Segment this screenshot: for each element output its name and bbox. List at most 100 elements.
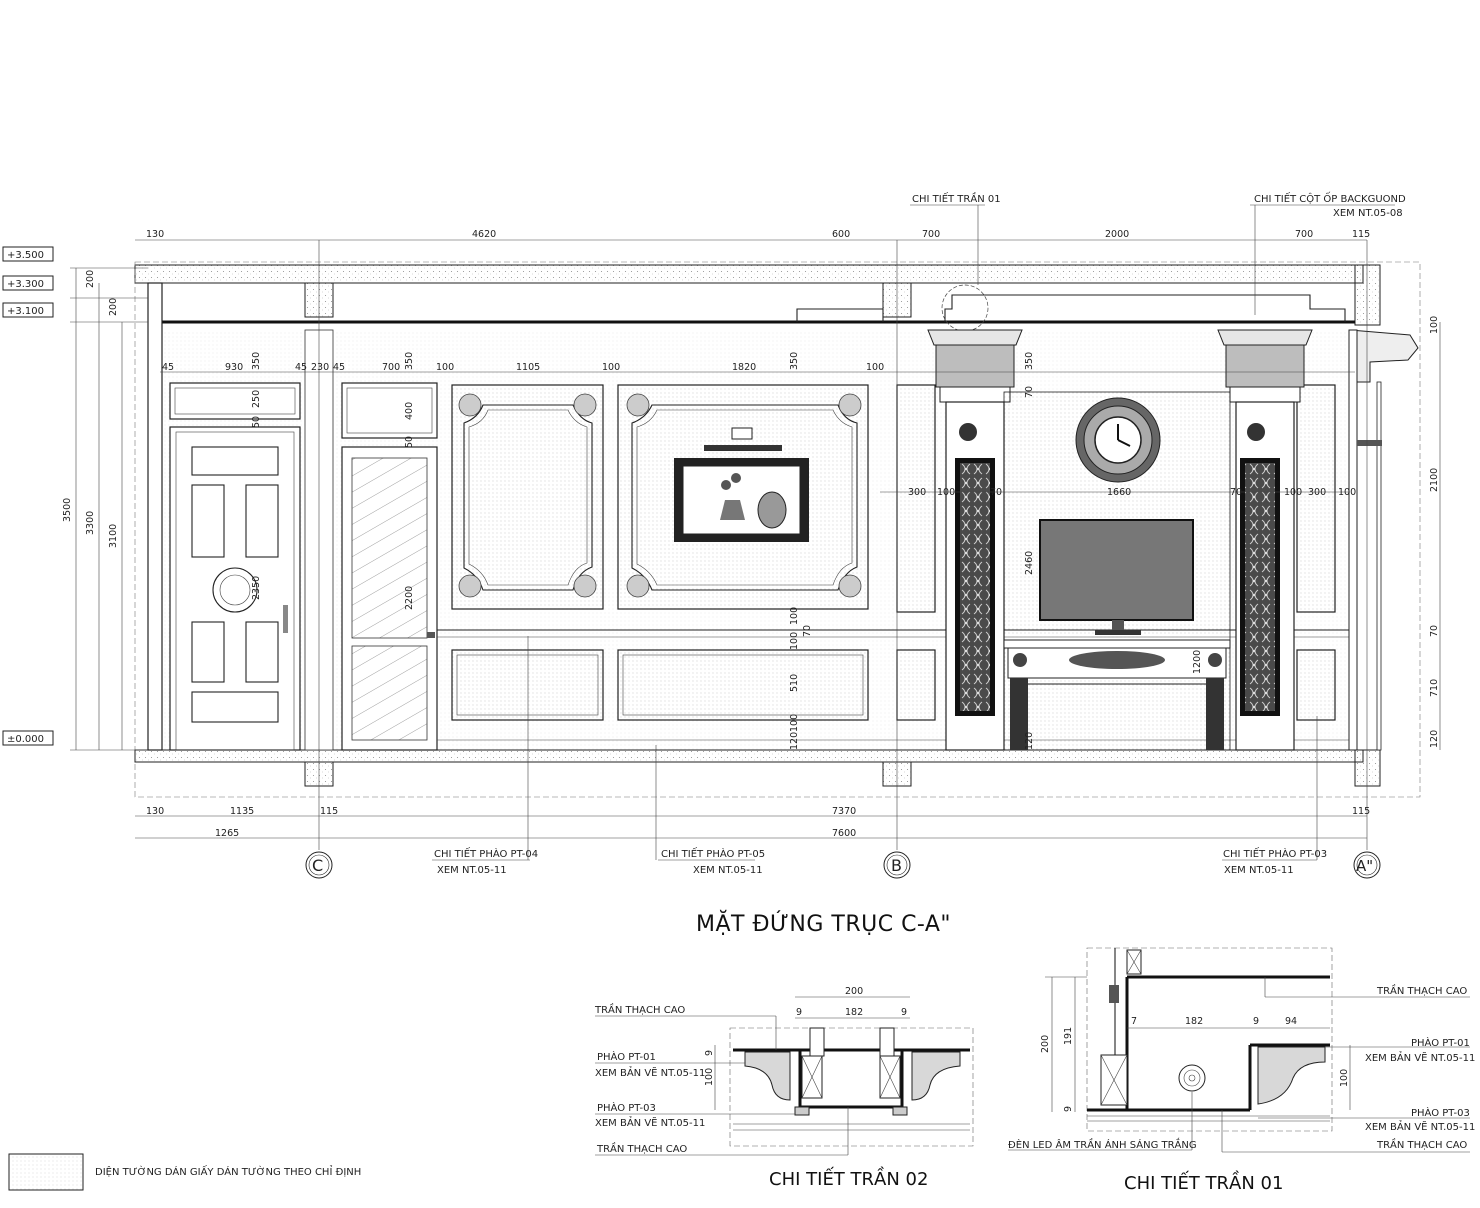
dim-text: 50 <box>404 436 415 448</box>
dim-text: 230 <box>311 362 329 373</box>
left-dimensions: 200 200 3500 3300 3100 <box>62 270 119 548</box>
dim-text: 94 <box>1285 1016 1297 1027</box>
dim-text: 2200 <box>404 586 415 610</box>
dim-text: 115 <box>1352 229 1370 240</box>
top-dimensions: 130 4620 600 700 2000 700 115 <box>146 229 1370 240</box>
dim-text: 130 <box>146 229 164 240</box>
column-right <box>1217 329 1313 751</box>
dim-text: 70 <box>990 487 1002 498</box>
axis-b: B <box>891 856 902 875</box>
dim-text: 3300 <box>85 511 96 535</box>
dim-text: 100 <box>436 362 454 373</box>
dim-text: 1200 <box>1192 650 1203 674</box>
dim-text: 400 <box>404 402 415 420</box>
dim-text: 200 <box>85 270 96 288</box>
dim-text: 9 <box>1253 1016 1259 1027</box>
dim-text: 182 <box>1185 1016 1203 1027</box>
legend: DIỆN TƯỜNG DÁN GIẤY DÁN TƯỜNG THEO CHỈ Đ… <box>8 1153 361 1191</box>
glass-door <box>341 382 438 751</box>
television <box>1039 519 1194 635</box>
label-gypsum-ceiling-2: TRẦN THẠCH CAO <box>1376 1137 1467 1151</box>
dim-text: 1265 <box>215 828 239 839</box>
label-gypsum-ceiling-2: TRẦN THẠCH CAO <box>596 1141 687 1155</box>
wall-panel-1 <box>451 384 604 721</box>
label-pt03-ref: XEM BẢN VẼ NT.05-11 <box>595 1115 705 1129</box>
axis-c: C <box>312 856 323 875</box>
dim-text: 100 <box>602 362 620 373</box>
level-3300: +3.300 <box>7 279 44 290</box>
dim-text: 7600 <box>832 828 856 839</box>
dim-text: 350 <box>251 352 262 370</box>
dim-text: 1105 <box>516 362 540 373</box>
grid-axes: C B A" <box>305 851 1381 879</box>
detail-02-title: CHI TIẾT TRẦN 02 <box>769 1166 928 1190</box>
dim-text: 45 <box>333 362 345 373</box>
callout-pt05-ref: XEM NT.05-11 <box>693 865 763 876</box>
dim-text: 700 <box>1295 229 1313 240</box>
dim-text: 1820 <box>732 362 756 373</box>
row-dimensions: 45 930 350 45 230 45 700 350 100 1105 10… <box>162 352 1356 498</box>
dim-text: 700 <box>922 229 940 240</box>
dim-text: 350 <box>404 352 415 370</box>
callout-pt03: CHI TIẾT PHÀO PT-03 <box>1223 846 1327 860</box>
dim-text: 100 <box>1339 1069 1350 1087</box>
wall-clock <box>1075 397 1161 483</box>
callout-pt05: CHI TIẾT PHÀO PT-05 <box>661 846 765 860</box>
dim-text: 115 <box>1352 806 1370 817</box>
dim-text: 70 <box>802 625 813 637</box>
dim-text: 350 <box>1024 352 1035 370</box>
dim-text: 9 <box>704 1050 715 1056</box>
label-pt03: PHÀO PT-03 <box>1411 1106 1470 1119</box>
dim-text: 200 <box>108 298 119 316</box>
callout-pt04-ref: XEM NT.05-11 <box>437 865 507 876</box>
dim-text: 100 <box>1429 316 1440 334</box>
dim-text: 100 <box>937 487 955 498</box>
dim-text: 600 <box>832 229 850 240</box>
dim-text: 100 <box>789 714 800 732</box>
dim-text: 115 <box>320 806 338 817</box>
dim-text: 100 <box>1284 487 1302 498</box>
dim-text: 45 <box>162 362 174 373</box>
level-markers: +3.500 +3.300 +3.100 ±0.000 <box>2 246 54 746</box>
dim-text: 2460 <box>1024 551 1035 575</box>
tv-console <box>1003 639 1231 750</box>
dim-text: 120 <box>1024 732 1035 750</box>
dim-text: 70 <box>1230 487 1242 498</box>
dim-text: 2350 <box>251 576 262 600</box>
level-3100: +3.100 <box>7 306 44 317</box>
label-pt01-ref: XEM BẢN VẼ NT.05-11 <box>595 1065 705 1079</box>
wall-panel-2 <box>617 384 869 721</box>
dim-text: 100 <box>789 607 800 625</box>
callout-pt03-ref: XEM NT.05-11 <box>1224 865 1294 876</box>
dim-text: 2000 <box>1105 229 1129 240</box>
label-pt01: PHÀO PT-01 <box>1411 1036 1470 1049</box>
right-dimensions: 100 2100 70 710 120 <box>1429 316 1440 748</box>
dim-text: 3500 <box>62 498 73 522</box>
dim-text: 300 <box>908 487 926 498</box>
dim-text: 120 <box>1429 730 1440 748</box>
dim-text: 300 <box>1308 487 1326 498</box>
bottom-callouts: CHI TIẾT PHÀO PT-04 XEM NT.05-11 CHI TIẾ… <box>432 636 1327 876</box>
callout-ceiling-detail-01: CHI TIẾT TRẦN 01 <box>912 191 1001 205</box>
dim-text: 9 <box>796 1007 802 1018</box>
dim-text: 120 <box>789 732 800 750</box>
dim-text: 70 <box>1429 625 1440 637</box>
top-callouts: CHI TIẾT TRẦN 01 CHI TIẾT CỘT ỐP BACKGUO… <box>910 191 1406 315</box>
label-pt01-ref: XEM BẢN VẼ NT.05-11 <box>1365 1050 1475 1064</box>
legend-text: DIỆN TƯỜNG DÁN GIẤY DÁN TƯỜNG THEO CHỈ Đ… <box>95 1164 361 1178</box>
callout-column-detail: CHI TIẾT CỘT ỐP BACKGUOND <box>1254 191 1406 205</box>
dim-text: 130 <box>146 806 164 817</box>
dim-text: 4620 <box>472 229 496 240</box>
dim-text: 70 <box>1024 386 1035 398</box>
detail-01-title: CHI TIẾT TRẦN 01 <box>1124 1170 1283 1194</box>
dim-text: 250 <box>251 390 262 408</box>
dim-text: 100 <box>789 632 800 650</box>
ceiling-detail-02: 200 9 182 9 9 100 TRẦN THẠCH CAO PHÀO PT… <box>594 986 974 1190</box>
bottom-dimensions: 130 1135 115 7370 115 1265 7600 <box>146 806 1370 839</box>
axis-a: A" <box>1356 857 1373 875</box>
entry-door <box>169 382 301 751</box>
callout-column-ref: XEM NT.05-08 <box>1333 208 1403 219</box>
dim-text: 3100 <box>108 524 119 548</box>
dim-text: 700 <box>382 362 400 373</box>
